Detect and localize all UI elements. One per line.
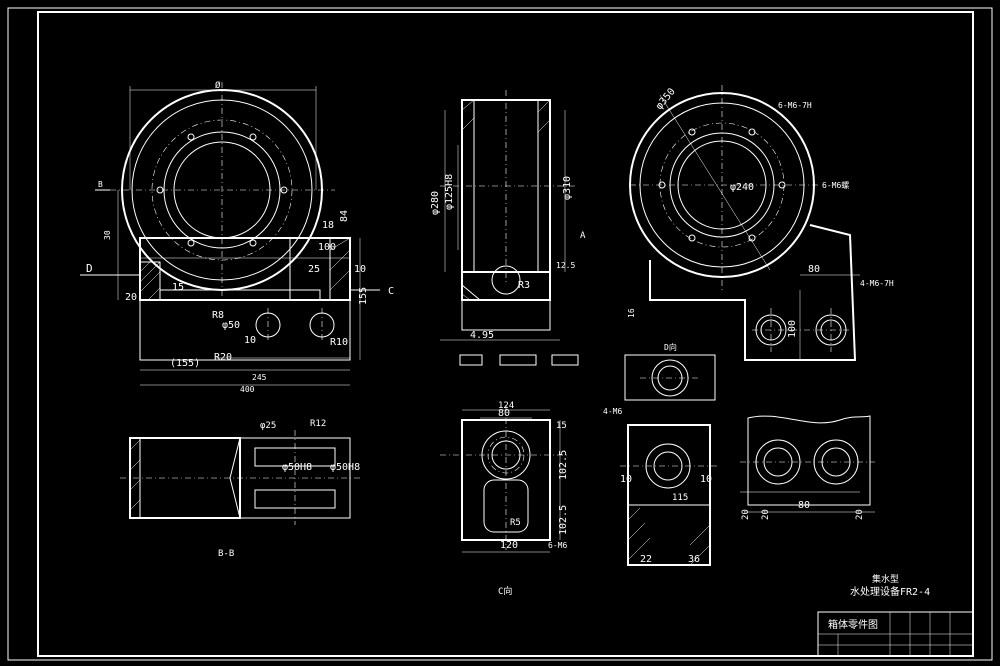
top-view (629, 85, 860, 361)
c-view (440, 405, 570, 553)
section-dim-phi280: φ280 (430, 191, 441, 215)
front-dim-20: 20 (125, 292, 137, 303)
top-dim-phi240: φ240 (730, 182, 754, 193)
c-dim-80: 80 (498, 408, 510, 419)
a-dim-20: 20 (741, 509, 751, 520)
c-dim-r5: R5 (510, 518, 521, 528)
front-dim-18: 18 (322, 220, 334, 231)
front-dim-84: 84 (339, 210, 350, 222)
top-dim-80: 80 (808, 264, 820, 275)
section-dim-phi125: φ125H8 (444, 174, 455, 210)
top-dim-6m6b: 6-M6螺 (822, 180, 849, 190)
front-dim-155b: (155) (170, 358, 200, 369)
section-bb (120, 430, 360, 525)
a-dim-20b: 20 (761, 509, 771, 520)
front-dim-10b: 10 (244, 335, 256, 346)
front-dim-30: 30 (103, 230, 112, 240)
c-dim-102-5b: 102.5 (558, 505, 569, 535)
front-label-c: C (388, 286, 394, 297)
top-dim-16: 16 (627, 308, 636, 318)
section-dim-4-95: 4.95 (470, 330, 494, 341)
c-dim-120: 120 (500, 540, 518, 551)
section-dim-phi310: φ310 (562, 176, 573, 200)
bb-dim-r12: R12 (310, 419, 326, 429)
bb-dim-phi50b: φ50H8 (330, 462, 360, 473)
front-dim-25: 25 (308, 264, 320, 275)
a-dim-80: 80 (798, 500, 810, 511)
front-dim-400: 400 (240, 385, 255, 394)
view-label-bb: B-B (218, 549, 234, 559)
front-dim-15: 15 (172, 282, 184, 293)
bb-dim-phi25: φ25 (260, 421, 276, 431)
view-label-c: C向 (498, 585, 512, 597)
top-dim-100: 100 (787, 320, 798, 338)
sheet-outer-border (7, 7, 993, 661)
section-view (440, 90, 579, 366)
c-dim-102-5a: 102.5 (558, 450, 569, 480)
front-dim-245: 245 (252, 373, 267, 382)
top-dim-4m6: 4-M6-7H (860, 279, 894, 288)
front-dim-r8: R8 (212, 310, 224, 321)
front-dim-r10: R10 (330, 337, 348, 348)
bb-dim-phi50: φ50H8 (282, 462, 312, 473)
title-model-line1: 集水型 (872, 573, 899, 585)
front-dim-100: 100 (318, 242, 336, 253)
front-dim-10: 10 (354, 264, 366, 275)
front-dim-phi50: φ50 (222, 320, 240, 331)
e-dim-36: 36 (688, 554, 700, 565)
section-dim-r3: R3 (518, 280, 530, 291)
title-part-name: 箱体零件图 (828, 618, 878, 631)
c-dim-124: 124 (498, 401, 514, 411)
e-dim-10: 10 (620, 474, 632, 485)
d-view (624, 354, 716, 401)
section-dim-12-5: 12.5 (556, 261, 575, 270)
a-view (740, 415, 875, 513)
view-label-d: D向 (664, 342, 677, 352)
c-dim-6m6: 6-M6 (548, 541, 567, 550)
c-dim-15: 15 (556, 421, 567, 431)
section-label-a: A (580, 231, 586, 241)
front-label-b: B (98, 180, 103, 189)
e-dim-4m6: 4-M6 (603, 407, 622, 416)
e-dim-22: 22 (640, 554, 652, 565)
a-dim-20c: 20 (855, 509, 865, 520)
front-label-d: D (86, 262, 93, 275)
front-dim-top: Ø (215, 80, 221, 91)
top-dim-6m6: 6-M6-7H (778, 101, 812, 110)
front-dim-r20: R20 (214, 352, 232, 363)
e-dim-115: 115 (672, 493, 688, 503)
sheet-inner-border (37, 11, 974, 657)
front-view (80, 82, 380, 386)
front-dim-155: 155 (358, 287, 369, 305)
title-model-line2: 水处理设备FR2-4 (850, 585, 930, 598)
e-dim-10b: 10 (700, 474, 712, 485)
e-view (620, 424, 720, 566)
title-block (817, 611, 974, 657)
